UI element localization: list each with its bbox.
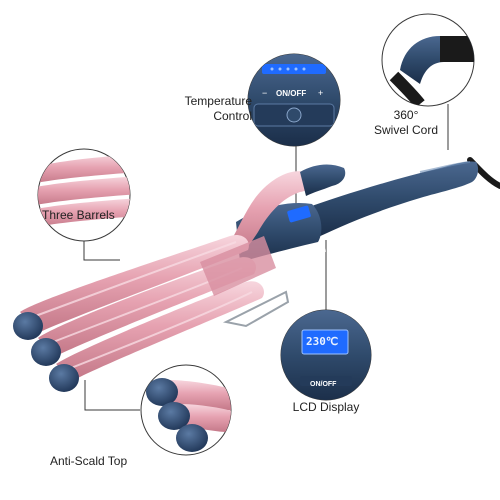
callout-circle-lcd (280, 309, 372, 401)
clamp-lever (228, 164, 346, 254)
leader-line-barrels (83, 240, 120, 261)
label-swivel-line1: 360° (393, 108, 419, 122)
label-lcd-display: LCD Display (292, 400, 360, 414)
callout-circle-temperature (247, 53, 341, 147)
callout-circle-swivel (381, 13, 475, 107)
label-three-barrels: Three Barrels (42, 208, 115, 222)
callout-circle-tip (140, 364, 232, 456)
barrel-tips (13, 312, 79, 392)
barrels (20, 234, 290, 380)
control-plus: + (318, 88, 324, 98)
lcd-onoff-label: ON/OFF (310, 381, 337, 388)
label-swivel-cord: 360° Swivel Cord (368, 108, 444, 138)
lcd-reading: 230℃ (306, 335, 339, 348)
label-temperature-line1: Temperature (184, 94, 252, 108)
label-anti-scald-top: Anti-Scald Top (50, 454, 128, 468)
control-minus: − (262, 88, 268, 98)
label-temperature-control: Temperature Control (170, 94, 252, 124)
label-temperature-line2: Control (213, 109, 252, 123)
control-onoff: ON/OFF (276, 89, 307, 98)
leader-line-tip (84, 380, 140, 411)
handle (300, 161, 479, 238)
callout-circle-barrels (37, 148, 131, 242)
label-swivel-line2: Swivel Cord (373, 123, 439, 137)
